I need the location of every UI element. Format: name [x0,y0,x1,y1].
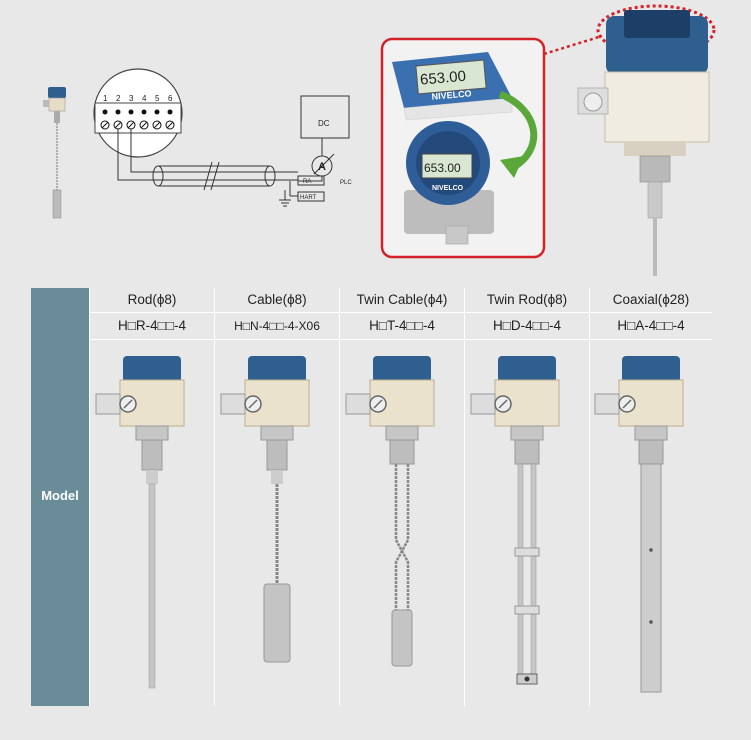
model-code-cable: H□N-4□□-4-X06 [215,313,339,340]
probe-twin-rod-image [465,340,589,706]
model-code-rod: H□R-4□□-4 [90,313,214,340]
mounted-display-icon: 653.00 NIVELCO [404,121,494,245]
display-reading-bottom: 653.00 [424,161,461,175]
display-brand-bottom: NIVELCO [432,185,464,192]
model-code-twin-rod: H□D-4□□-4 [465,313,589,340]
top-illustration: 1 2 3 4 5 6 DC A PLC RA [0,0,751,285]
terminal-label-3: 3 [129,94,134,103]
terminal-label-2: 2 [116,94,121,103]
col-header-rod: Rod(ϕ8) [90,288,214,313]
terminal-label-5: 5 [155,94,160,103]
col-header-twin-rod: Twin Rod(ϕ8) [465,288,589,313]
wiring-diagram: 1 2 3 4 5 6 DC A PLC RA [43,4,716,276]
transmitter-photo [577,10,710,276]
ra-label: RA [303,179,311,185]
col-header-coaxial: Coaxial(ϕ28) [590,288,712,313]
dc-label: DC [318,119,330,128]
hart-label: HART [300,195,317,201]
plc-label: PLC [340,180,352,186]
display-reading-top: 653.00 [419,68,466,89]
col-header-twin-cable: Twin Cable(ϕ4) [340,288,464,313]
model-code-twin-cable: H□T-4□□-4 [340,313,464,340]
model-table: Model Rod(ϕ8) Cable(ϕ8) Twin Cable(ϕ4) T… [31,288,712,706]
display-brand-top: NIVELCO [431,88,472,101]
model-label: Model [41,488,79,503]
model-code-coaxial: H□A-4□□-4 [590,313,712,340]
model-side-bar: Model [31,288,89,706]
probe-rod-image [90,340,214,706]
ammeter-label: A [318,161,326,173]
terminal-label-4: 4 [142,94,147,103]
probe-coaxial-image [590,340,712,706]
small-probe-icon [43,87,66,219]
probe-cable-image [215,340,339,706]
terminal-label-6: 6 [168,94,173,103]
probe-twin-cable-image [340,340,464,706]
terminal-label-1: 1 [103,94,108,103]
handheld-display-icon: 653.00 NIVELCO [392,52,513,121]
col-header-cable: Cable(ϕ8) [215,288,339,313]
